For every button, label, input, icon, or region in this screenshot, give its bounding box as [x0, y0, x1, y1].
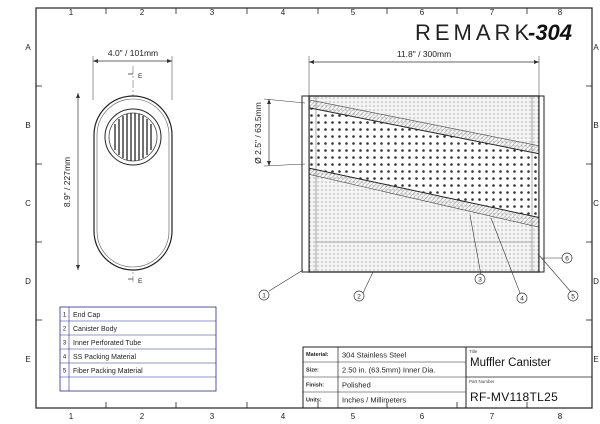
col-label-bottom: 1 [69, 412, 74, 421]
title-block: Material: Size: Finish: Units: 304 Stain… [302, 346, 593, 409]
callout-2: 2 [357, 294, 361, 301]
col-label-bottom: 6 [420, 412, 425, 421]
part-row-num: 1 [63, 313, 67, 319]
material-value: 304 Stainless Steel [342, 351, 407, 360]
part-row-num: 5 [63, 369, 67, 375]
callout-1: 1 [262, 293, 266, 300]
part-row-name: Canister Body [73, 326, 117, 333]
row-label-left: C [25, 199, 31, 208]
size-label: Size: [306, 368, 319, 374]
row-label-right: E [593, 355, 598, 364]
grid-ticks [36, 8, 592, 408]
row-label-right: B [593, 121, 598, 130]
row-label-right: C [593, 199, 599, 208]
canister-section-view: 11.8" / 300mm Ø 2.5" / 63.5mm [253, 49, 545, 273]
row-label-left: A [25, 43, 31, 52]
tube-diameter-label: Ø 2.5" / 63.5mm [253, 102, 263, 164]
col-label-top: 4 [281, 8, 286, 17]
brand-logo: REMARK -304 [415, 20, 572, 45]
title-label: Title [469, 349, 478, 354]
row-label-left: B [25, 121, 30, 130]
callout-4: 4 [520, 296, 524, 303]
svg-text:REMARK: REMARK [415, 20, 533, 45]
section-marker-top: E [138, 73, 143, 80]
callout-bubbles: 1 2 3 4 5 6 [258, 252, 579, 304]
part-row-num: 2 [63, 327, 67, 333]
col-label-bottom: 4 [281, 412, 286, 421]
part-number-value: RF-MV118TL25 [470, 390, 558, 404]
title-value: Muffler Canister [470, 357, 551, 369]
col-label-bottom: 2 [140, 412, 145, 421]
row-label-left: D [25, 277, 31, 286]
end-cap-width-label: 4.0" / 101mm [108, 48, 158, 58]
finish-label: Finish: [306, 383, 324, 389]
col-label-top: 3 [210, 8, 215, 17]
material-label: Material: [306, 352, 329, 358]
section-marker-bottom: E [138, 278, 143, 285]
col-label-top: 2 [140, 8, 145, 17]
callouts [268, 214, 572, 294]
grid-labels: 1 2 3 4 5 6 7 8 1 2 3 4 5 6 7 8 A B C D … [25, 8, 599, 421]
part-row-name: SS Packing Material [73, 354, 136, 361]
part-row-name: Inner Perforated Tube [73, 340, 141, 347]
col-label-top: 7 [490, 8, 495, 17]
parts-list: 1 2 3 4 5 End Cap Canister Body Inner Pe… [59, 306, 217, 392]
body-length-label: 11.8" / 300mm [397, 49, 451, 59]
row-label-right: A [593, 43, 599, 52]
col-label-top: 1 [69, 8, 74, 17]
col-label-bottom: 8 [558, 412, 563, 421]
finish-value: Polished [342, 381, 371, 390]
part-row-name: End Cap [73, 312, 100, 319]
end-cap-height-label: 8.9" / 227mm [62, 157, 72, 207]
row-label-left: E [25, 355, 30, 364]
col-label-top: 8 [558, 8, 563, 17]
col-label-top: 5 [351, 8, 356, 17]
brand-suffix: -304 [528, 20, 572, 45]
units-value: Inches / Millimeters [342, 396, 406, 405]
part-row-name: Fiber Packing Material [73, 368, 143, 375]
units-label: Units: [306, 398, 322, 404]
callout-3: 3 [478, 277, 482, 284]
col-label-bottom: 3 [210, 412, 215, 421]
callout-6: 6 [565, 256, 569, 263]
col-label-bottom: 7 [490, 412, 495, 421]
part-row-num: 3 [63, 341, 67, 347]
brand-prefix: REMARK [415, 20, 533, 45]
size-value: 2.50 in. (63.5mm) Inner Dia. [342, 366, 435, 375]
col-label-top: 6 [420, 8, 425, 17]
part-number-label: Part Number [469, 379, 495, 384]
part-row-num: 4 [63, 355, 67, 361]
col-label-bottom: 5 [351, 412, 356, 421]
end-cap-view: 4.0" / 101mm 8.9" / 227mm E E [62, 48, 173, 285]
callout-5: 5 [571, 294, 575, 301]
row-label-right: D [593, 277, 599, 286]
